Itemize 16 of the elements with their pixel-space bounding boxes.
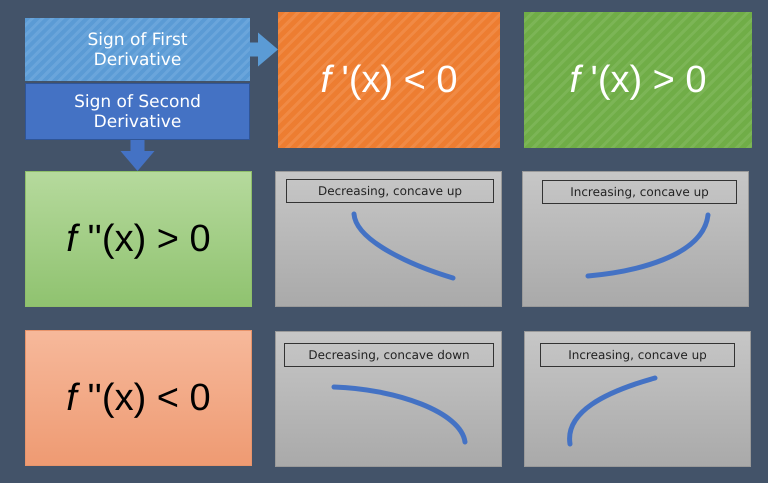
graph-panel	[522, 171, 749, 307]
graph-label: Decreasing, concave up	[286, 179, 494, 203]
header-box: Sign of First Derivative	[25, 18, 250, 81]
condition-box: f '(x) > 0	[524, 12, 752, 148]
header-box: Sign of Second Derivative	[25, 83, 250, 140]
arrow	[250, 32, 278, 66]
arrow	[120, 140, 154, 171]
graph-label: Decreasing, concave down	[284, 343, 494, 367]
graph-label: Increasing, concave up	[542, 180, 737, 204]
graph-label: Increasing, concave up	[540, 343, 735, 367]
graph-panel	[275, 171, 502, 307]
condition-box: f '(x) < 0	[278, 12, 500, 148]
condition-box: f ''(x) > 0	[25, 171, 252, 307]
graph-panel	[524, 331, 751, 467]
graph-panel	[275, 331, 502, 467]
condition-box: f ''(x) < 0	[25, 330, 252, 466]
